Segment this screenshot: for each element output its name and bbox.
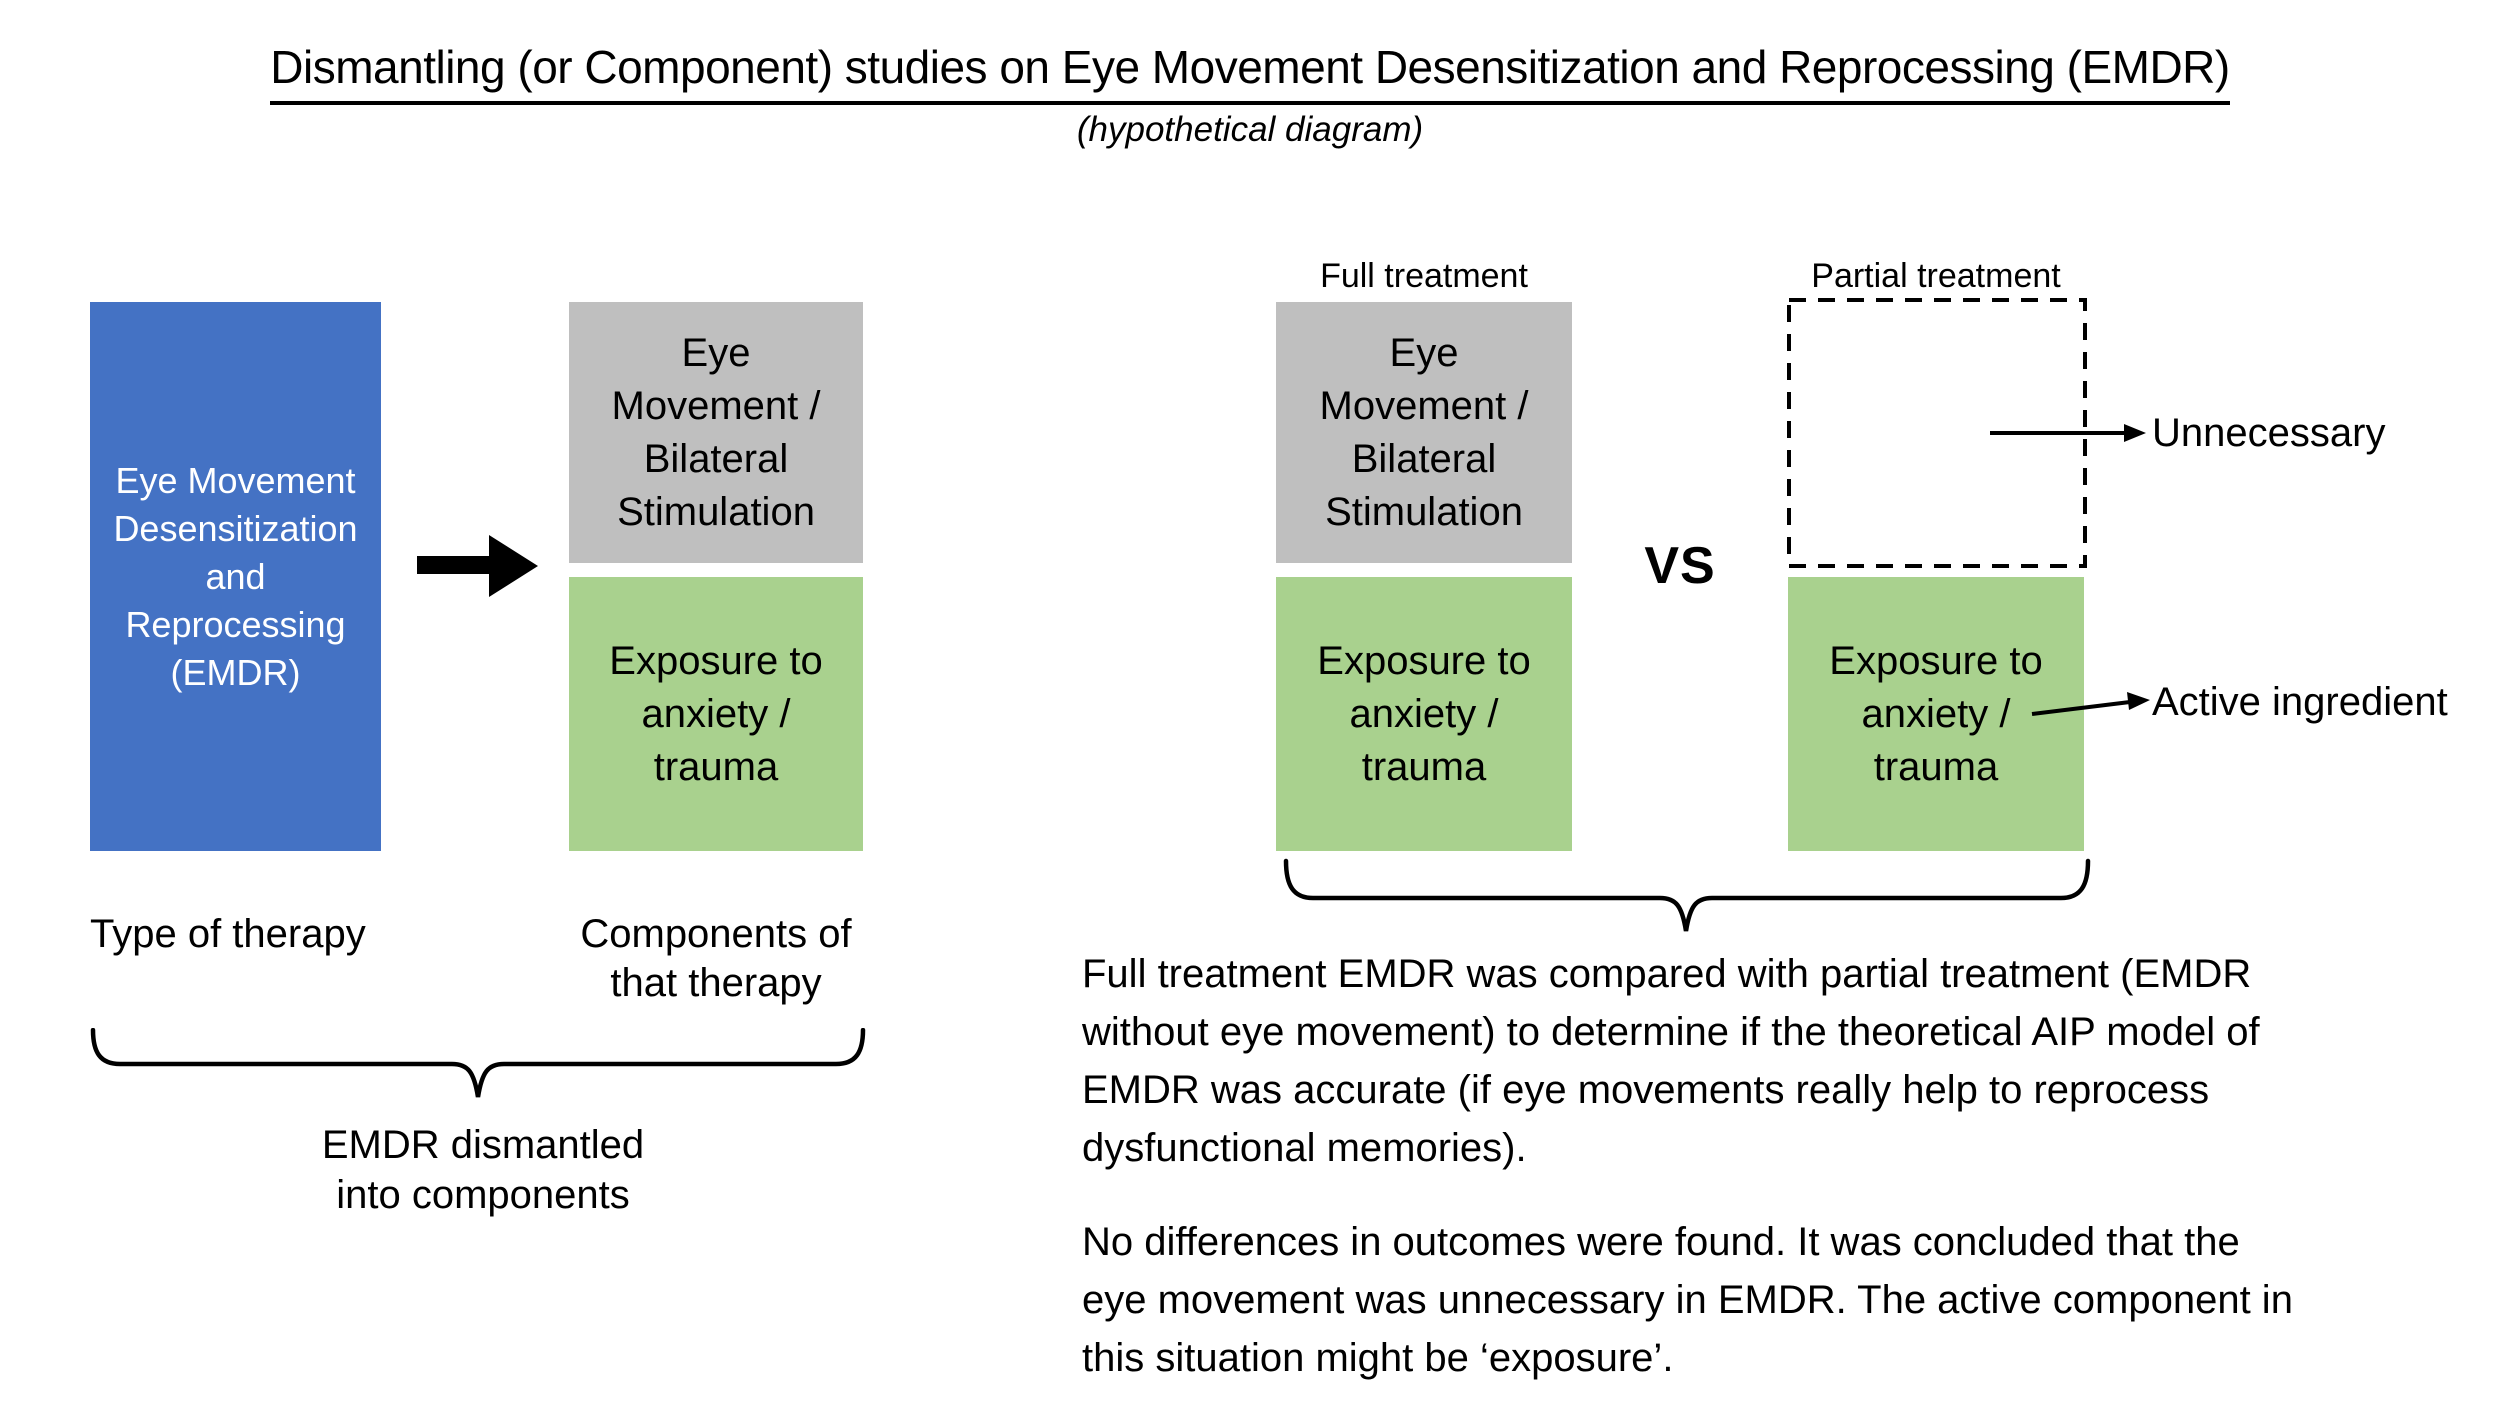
- full-treatment-label: Full treatment: [1320, 257, 1528, 295]
- right-arrow-icon: [417, 535, 538, 597]
- vs-label: VS: [1644, 537, 1716, 595]
- full-treatment-exposure-box: Exposure to anxiety / trauma: [1276, 577, 1572, 851]
- unnecessary-label: Unnecessary: [2152, 411, 2386, 455]
- therapy-box-emdr: Eye Movement Desensitization and Reproce…: [90, 302, 381, 851]
- partial-treatment-label: Partial treatment: [1811, 257, 2061, 295]
- page-title: Dismantling (or Component) studies on Ey…: [270, 40, 2230, 105]
- component-box-exposure: Exposure to anxiety / trauma: [569, 577, 863, 851]
- page-title-row: Dismantling (or Component) studies on Ey…: [0, 40, 2500, 105]
- emdr-dismantled-caption: EMDR dismantled into components: [321, 1123, 645, 1217]
- page-subtitle: (hypothetical diagram): [1076, 110, 1424, 149]
- active-ingredient-label: Active ingredient: [2152, 680, 2448, 724]
- unnecessary-arrow-icon: [1990, 424, 2146, 442]
- left-brace-icon: [90, 1028, 866, 1098]
- components-of-therapy-label: Components of that therapy: [580, 912, 852, 1005]
- comparison-paragraph: Full treatment EMDR was compared with pa…: [1082, 952, 2260, 1170]
- component-box-eye-movement: Eye Movement / Bilateral Stimulation: [569, 302, 863, 563]
- full-treatment-eye-movement-box: Eye Movement / Bilateral Stimulation: [1276, 302, 1572, 563]
- active-ingredient-arrow-icon: [2031, 692, 2150, 716]
- right-brace-icon: [1283, 858, 2091, 932]
- type-of-therapy-label: Type of therapy: [90, 912, 366, 956]
- conclusion-paragraph: No differences in outcomes were found. I…: [1082, 1220, 2293, 1380]
